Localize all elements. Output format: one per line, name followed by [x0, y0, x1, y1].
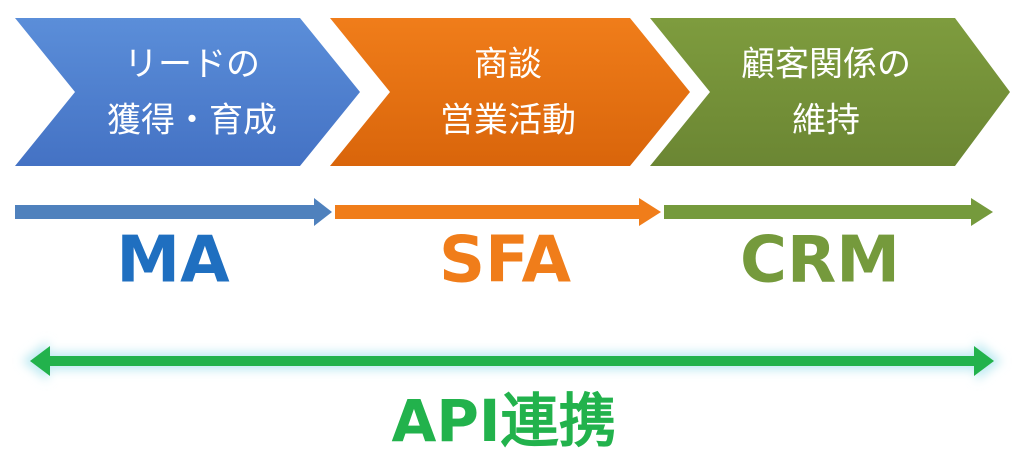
label-ma: MA — [116, 224, 230, 298]
label-crm: CRM — [740, 224, 900, 298]
stage-crm-line1: 顧客関係の — [741, 45, 911, 85]
label-sfa: SFA — [439, 224, 571, 298]
stage-ma-chevron: リードの 獲得・育成 — [15, 18, 360, 166]
chevron-shape — [15, 18, 360, 166]
flow-arrow-ma — [15, 198, 332, 226]
stage-crm-chevron: 顧客関係の 維持 — [650, 18, 1010, 166]
stage-ma-line1: リードの — [124, 45, 260, 85]
chevron-shape — [330, 18, 690, 166]
stage-sfa-line1: 商談 — [474, 45, 542, 85]
flow-arrow-crm — [664, 198, 993, 226]
stage-crm-line2: 維持 — [792, 101, 860, 141]
stage-sfa-chevron: 商談 営業活動 — [330, 18, 690, 166]
api-double-arrow — [22, 341, 1002, 381]
label-api-integration: API連携 — [392, 387, 617, 455]
flow-arrow-sfa — [335, 198, 661, 226]
chevron-shape — [650, 18, 1010, 166]
stage-ma-line2: 獲得・育成 — [107, 101, 277, 141]
stage-sfa-line2: 営業活動 — [440, 101, 576, 141]
